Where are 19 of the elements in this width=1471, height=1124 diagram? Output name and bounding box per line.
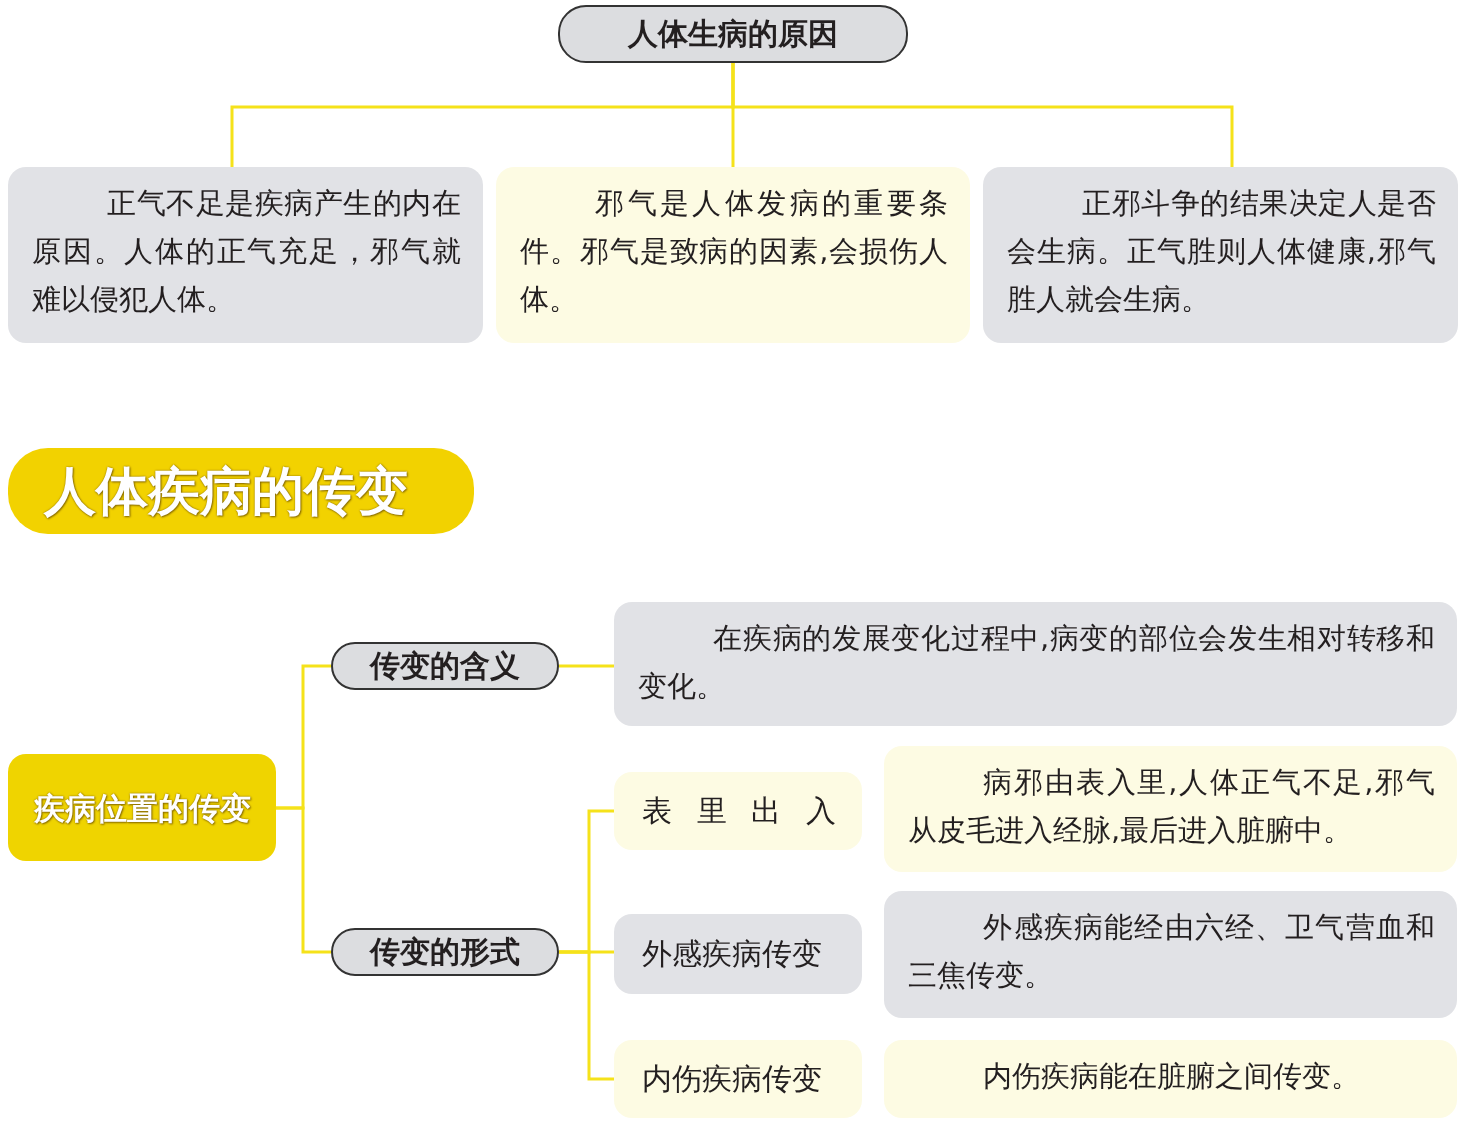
connector-line [559,664,614,668]
text-box: 在疾病的发展变化过程中,病变的部位会发生相对转移和变化。 [614,602,1457,726]
text-box: 正气不足是疾病产生的内在原因。人体的正气充足，邪气就难以侵犯人体。 [8,167,483,343]
topic-box: 疾病位置的传变 [8,754,276,861]
connector-line [731,63,1234,167]
text-box: 邪气是人体发病的重要条件。邪气是致病的因素,会损伤人体。 [496,167,970,343]
topic-box: 传变的形式 [331,928,559,976]
title-box: 人体生病的原因 [558,5,908,63]
connector-line [559,950,614,1081]
text-box: 正邪斗争的结果决定人是否会生病。正气胜则人体健康,邪气胜人就会生病。 [983,167,1458,343]
connector-line [276,806,331,954]
topic-box: 传变的含义 [331,642,559,690]
heading-banner: 人体疾病的传变 [8,448,474,534]
topic-box: 表 里 出 入 [614,772,862,850]
text-box: 外感疾病能经由六经、卫气营血和三焦传变。 [884,891,1457,1018]
topic-box: 外感疾病传变 [614,914,862,994]
topic-box: 内伤疾病传变 [614,1040,862,1118]
text-box: 病邪由表入里,人体正气不足,邪气从皮毛进入经脉,最后进入脏腑中。 [884,746,1457,872]
text-box: 内伤疾病能在脏腑之间传变。 [884,1040,1457,1118]
